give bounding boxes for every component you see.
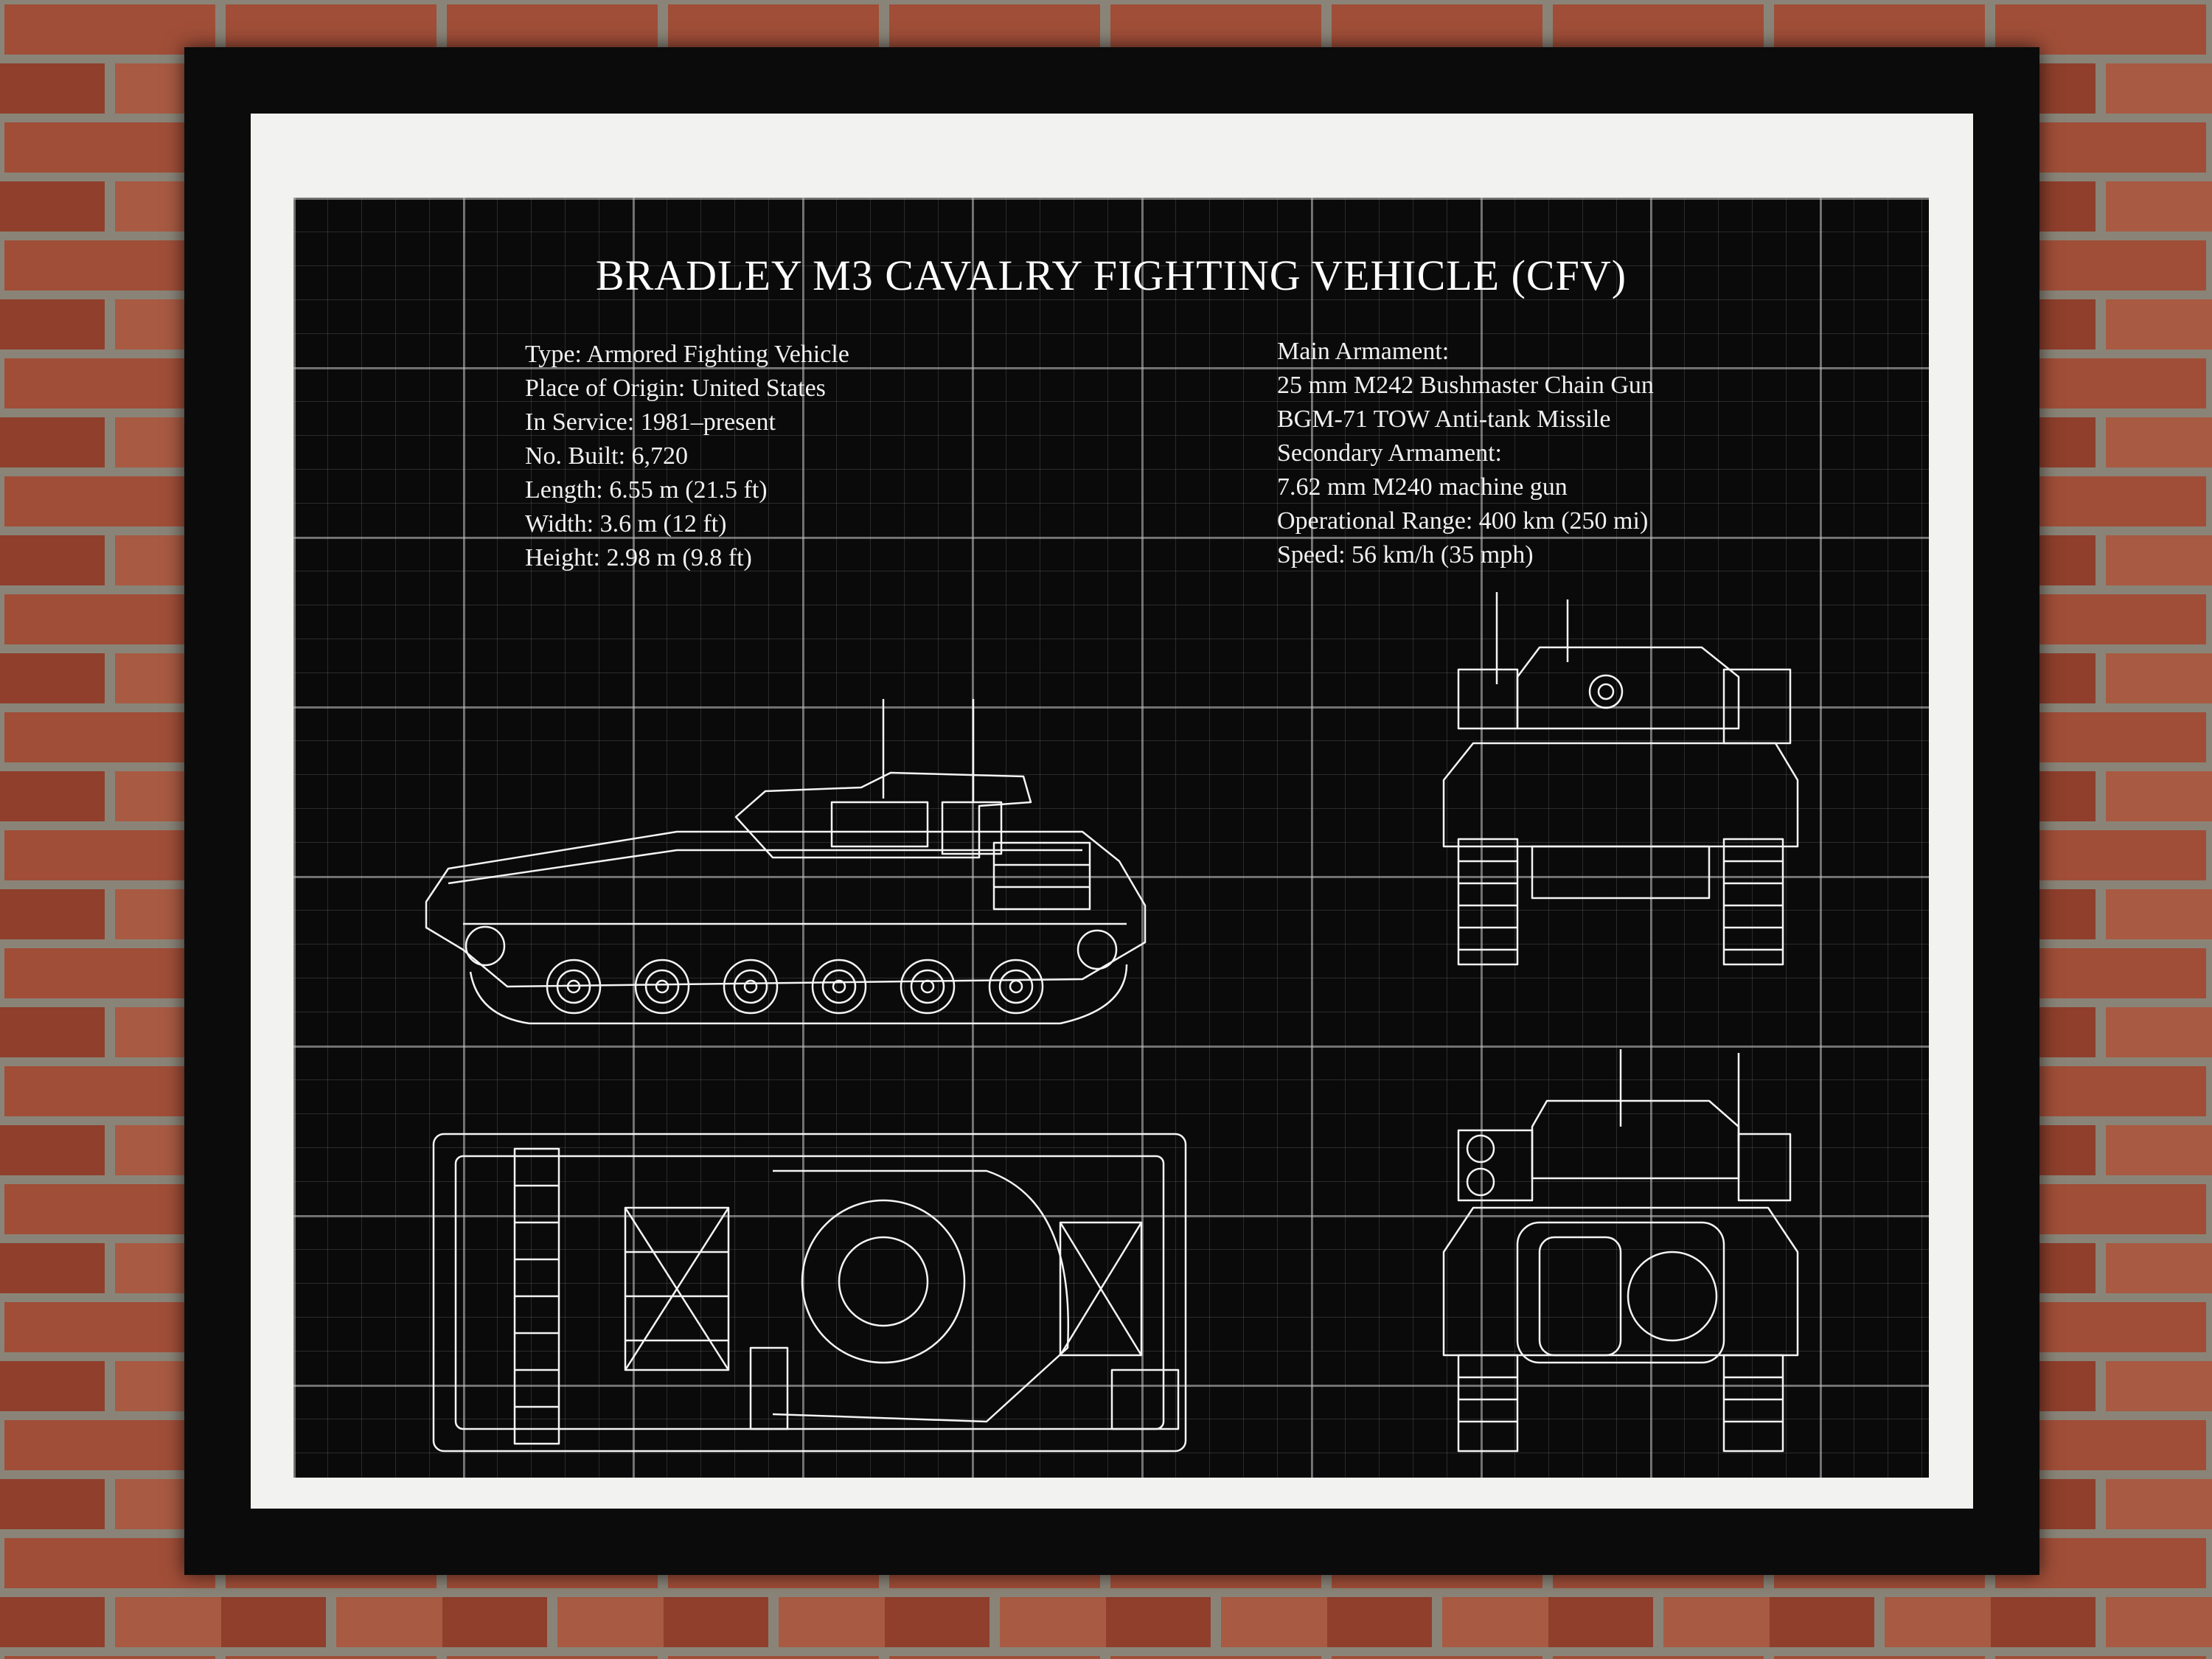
spec-tow-missile: BGM-71 TOW Anti-tank Missile [1277, 406, 1611, 433]
spec-in-service: In Service: 1981–present [525, 408, 776, 436]
spec-height: Height: 2.98 m (9.8 ft) [525, 544, 752, 571]
spec-main-armament-heading: Main Armament: [1277, 338, 1450, 365]
spec-number-built: No. Built: 6,720 [525, 442, 689, 470]
spec-speed: Speed: 56 km/h (35 mph) [1277, 541, 1534, 568]
spec-width: Width: 3.6 m (12 ft) [525, 510, 727, 538]
spec-machine-gun: 7.62 mm M240 machine gun [1277, 473, 1568, 501]
spec-type: Type: Armored Fighting Vehicle [525, 341, 849, 368]
rear-view-drawing [1442, 1049, 1799, 1453]
specs-right-list: Main Armament: 25 mm M242 Bushmaster Cha… [1277, 335, 1654, 572]
front-view-drawing [1442, 592, 1799, 966]
picture-frame: BRADLEY M3 CAVALRY FIGHTING VEHICLE (CFV… [184, 47, 2039, 1575]
poster-title: BRADLEY M3 CAVALRY FIGHTING VEHICLE (CFV… [595, 251, 1627, 299]
spec-operational-range: Operational Range: 400 km (250 mi) [1277, 507, 1649, 535]
spec-origin: Place of Origin: United States [525, 375, 826, 402]
specs-left-list: Type: Armored Fighting Vehicle Place of … [525, 338, 849, 575]
side-view-drawing [425, 699, 1147, 1025]
blueprint-print: BRADLEY M3 CAVALRY FIGHTING VEHICLE (CFV… [293, 198, 1929, 1478]
spec-chain-gun: 25 mm M242 Bushmaster Chain Gun [1277, 372, 1654, 399]
top-view-drawing [432, 1133, 1187, 1453]
spec-length: Length: 6.55 m (21.5 ft) [525, 476, 768, 504]
spec-secondary-armament-heading: Secondary Armament: [1277, 439, 1502, 467]
frame-mat: BRADLEY M3 CAVALRY FIGHTING VEHICLE (CFV… [251, 114, 1973, 1509]
